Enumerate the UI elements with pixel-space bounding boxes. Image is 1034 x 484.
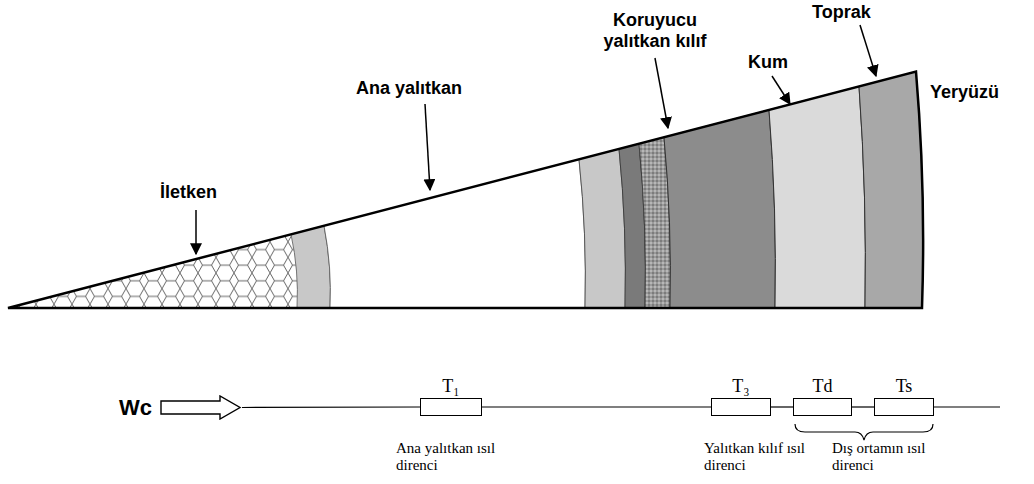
thermal-resistor: Td (793, 398, 852, 416)
block-arrow (160, 395, 242, 420)
thermal-resistor: T₃ (711, 398, 771, 416)
circuit-wire (934, 406, 1000, 407)
insulation-screen (579, 149, 625, 308)
part-label: Kum (748, 52, 788, 73)
resistance-symbol: T₃ (732, 376, 749, 397)
circuit-wire (771, 406, 793, 407)
protective-sheath (664, 110, 775, 308)
part-label: Yeryüzü (930, 82, 999, 103)
leader-arrow (425, 104, 430, 190)
part-label: İletken (160, 182, 217, 203)
sand-layer (769, 86, 865, 308)
thermal-resistor: T₁ (420, 398, 482, 416)
heat-flow-arrow: Wc (160, 395, 242, 420)
thermal-resistor: Ts (874, 398, 934, 416)
resistance-symbol: T₁ (442, 376, 459, 397)
leader-arrow (195, 210, 197, 254)
bracket (795, 424, 933, 440)
leader-arrow (772, 76, 790, 104)
conductor-screen (291, 226, 330, 308)
part-label: Ana yalıtkan (356, 78, 462, 99)
circuit-wire (482, 406, 711, 407)
sector-outline (8, 72, 923, 308)
circuit-wire (852, 406, 874, 407)
leader-arrow (655, 58, 668, 128)
soil-layer (859, 72, 923, 308)
main-insulation (324, 159, 585, 308)
leader-arrow (860, 25, 876, 76)
resistance-label: Dış ortamın ısıl direnci (832, 440, 944, 475)
resistance-symbol: Ts (896, 376, 913, 397)
resistance-label: Yalıtkan kılıf ısıl direnci (704, 440, 816, 475)
part-label: Toprak (812, 2, 871, 23)
resistance-symbol: Td (813, 376, 833, 397)
resistance-label: Ana yalıtkan ısıl direnci (396, 440, 508, 475)
flow-label: Wc (119, 395, 152, 421)
part-label: Koruyucu yalıtkan kılıf (590, 10, 720, 51)
circuit-wire (242, 406, 420, 408)
